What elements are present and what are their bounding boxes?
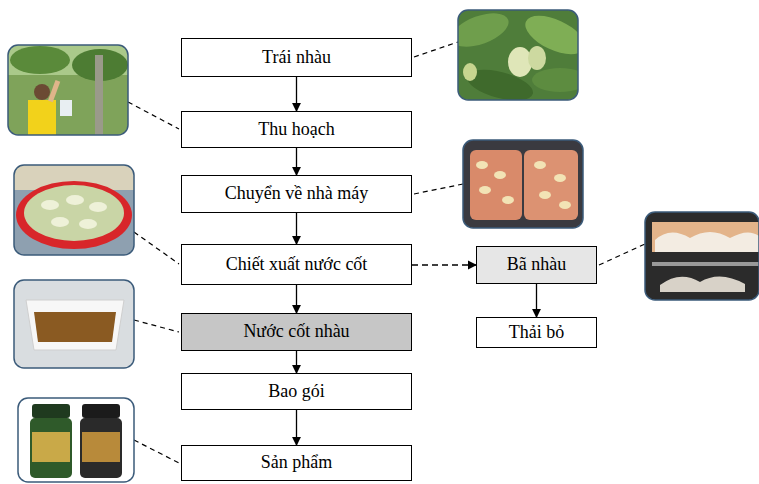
photo-detail xyxy=(554,174,566,182)
node-label: Thu hoạch xyxy=(258,120,334,140)
node-label: Trái nhàu xyxy=(262,48,331,68)
node-label: Chuyển về nhà máy xyxy=(225,184,368,204)
photo-detail xyxy=(41,200,59,210)
photo-detail xyxy=(134,320,179,332)
photo-detail xyxy=(414,42,458,57)
fruit-bags-photo xyxy=(463,140,583,228)
photo-detail xyxy=(66,195,84,205)
photo-detail xyxy=(18,398,134,482)
photo-detail xyxy=(645,212,759,300)
node-label: Chiết xuất nước cốt xyxy=(226,255,368,275)
photo-detail xyxy=(528,46,546,70)
photo-detail xyxy=(476,161,571,209)
photo-detail xyxy=(524,150,578,220)
process-box: Sản phẩm xyxy=(181,445,412,481)
byproduct-box: Bã nhàu xyxy=(476,246,597,284)
photo-detail xyxy=(16,181,132,249)
photo-detail xyxy=(26,300,124,350)
juice-container-photo xyxy=(14,280,134,368)
photo-detail xyxy=(660,276,745,292)
harvest-photo xyxy=(8,45,128,135)
photo-detail xyxy=(14,165,134,255)
flow-arrow xyxy=(296,77,297,111)
photo-detail xyxy=(559,201,571,209)
node-label: Bã nhàu xyxy=(507,255,566,275)
photo-frame xyxy=(14,280,134,368)
photo-detail xyxy=(95,55,103,135)
photo-detail xyxy=(89,202,107,212)
photo-detail xyxy=(134,232,179,264)
photo-detail xyxy=(10,46,70,74)
process-box: Thu hoạch xyxy=(181,111,412,148)
photo-frame xyxy=(8,45,128,135)
photo-detail xyxy=(30,418,72,478)
photo-detail xyxy=(60,100,72,116)
flow-arrow xyxy=(296,351,297,373)
node-label: Sản phẩm xyxy=(261,453,333,473)
flow-arrow xyxy=(296,148,297,175)
process-box: Thải bỏ xyxy=(476,317,597,348)
node-label: Bao gói xyxy=(268,382,325,402)
photo-detail xyxy=(80,418,122,478)
product-box: Nước cốt nhàu xyxy=(181,313,412,351)
photo-detail xyxy=(599,244,645,265)
process-box: Trái nhàu xyxy=(181,38,412,77)
photo-detail xyxy=(41,195,107,229)
photo-detail xyxy=(463,140,583,228)
photo-detail xyxy=(82,404,120,418)
photo-frame xyxy=(14,165,134,255)
photo-detail xyxy=(34,84,50,100)
photo-detail xyxy=(652,262,759,266)
photo-detail xyxy=(32,432,70,462)
photo-detail xyxy=(534,161,546,169)
photo-detail xyxy=(502,196,514,204)
photo-detail xyxy=(8,45,128,135)
photo-frame xyxy=(458,10,578,100)
product-jars-photo xyxy=(18,398,134,482)
photo-detail xyxy=(51,217,69,227)
pulp-oven-photo xyxy=(645,212,759,300)
photo-detail xyxy=(32,404,70,418)
photo-detail xyxy=(134,440,179,463)
photo-frame xyxy=(463,140,583,228)
photo-detail xyxy=(79,219,97,229)
photo-detail xyxy=(82,432,120,462)
photo-frame xyxy=(18,398,134,482)
node-label: Nước cốt nhàu xyxy=(243,322,349,342)
process-box: Chuyển về nhà máy xyxy=(181,175,412,213)
photo-detail xyxy=(494,171,506,179)
node-label: Thải bỏ xyxy=(509,323,565,343)
photo-detail xyxy=(414,184,463,194)
photo-detail xyxy=(14,280,134,368)
noni-tree-photo xyxy=(458,10,578,100)
photo-detail xyxy=(479,186,491,194)
photo-detail xyxy=(24,185,124,241)
photo-detail xyxy=(655,232,759,252)
flow-arrow xyxy=(412,264,476,265)
flow-arrow xyxy=(296,285,297,313)
flow-arrow xyxy=(296,213,297,244)
photo-detail xyxy=(652,222,759,252)
photo-detail xyxy=(458,10,513,53)
leader-lines xyxy=(128,42,645,463)
fruit-tray-photo xyxy=(14,165,134,255)
photo-detail xyxy=(463,63,477,81)
flow-arrow xyxy=(296,410,297,445)
process-box: Bao gói xyxy=(181,373,412,410)
photo-detail xyxy=(128,102,179,129)
photo-detail xyxy=(539,191,551,199)
photo-detail xyxy=(470,150,522,220)
flow-arrow xyxy=(536,284,537,317)
photo-detail xyxy=(34,312,116,342)
photo-detail xyxy=(476,161,488,169)
process-box: Chiết xuất nước cốt xyxy=(181,244,412,285)
photo-detail xyxy=(508,47,532,77)
photo-frame xyxy=(645,212,759,300)
photo-detail xyxy=(28,100,56,135)
photo-detail xyxy=(48,80,60,102)
photo-detail xyxy=(532,68,578,92)
